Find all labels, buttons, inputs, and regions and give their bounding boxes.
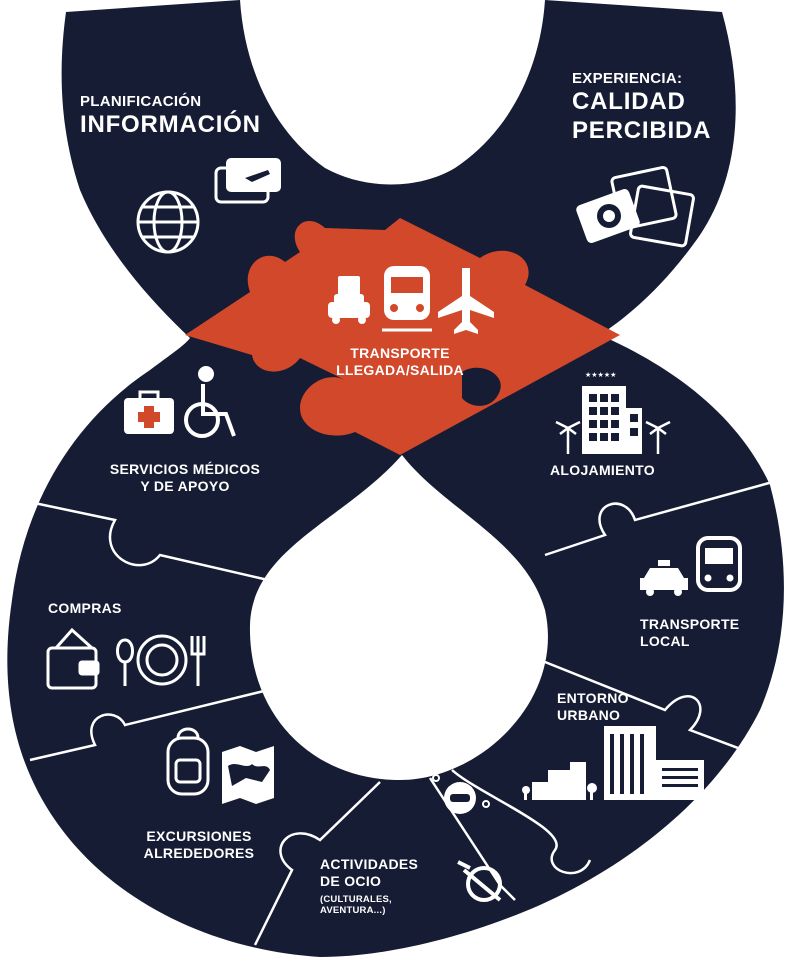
car-luggage-icon	[328, 276, 370, 324]
dividers	[19, 478, 781, 946]
planificacion-label: PLANIFICACIÓN INFORMACIÓN	[80, 93, 261, 140]
transporte-local-label: TRANSPORTE LOCAL	[640, 616, 739, 650]
experiencia-small: EXPERIENCIA:	[572, 70, 683, 87]
transporte-llegada-line1: TRANSPORTE	[350, 345, 450, 361]
entorno-line2: URBANO	[557, 706, 621, 723]
palm-tree-icon	[555, 420, 671, 454]
servicios-line1: SERVICIOS MÉDICOS	[109, 461, 261, 477]
actividades-line1: ACTIVIDADES	[320, 856, 419, 872]
plate-cutlery-icon	[116, 634, 206, 686]
inner-hole	[249, 455, 548, 780]
globe-icon	[136, 190, 200, 254]
hotel-stars: ★★★★★	[585, 372, 617, 379]
actividades-label: ACTIVIDADES DE OCIO (CULTURALES, AVENTUR…	[320, 856, 418, 916]
planificacion-big: INFORMACIÓN	[80, 111, 261, 138]
actividades-line2: DE OCIO	[320, 872, 382, 889]
hotel-icon	[582, 386, 642, 454]
transporte-piece	[185, 218, 620, 455]
compras-label: COMPRAS	[48, 600, 122, 617]
compras-line1: COMPRAS	[48, 600, 122, 616]
train-icon	[382, 266, 432, 332]
entorno-urbano-label: ENTORNO URBANO	[557, 690, 629, 724]
experiencia-big1: CALIDAD	[572, 88, 686, 115]
wallet-icon	[46, 627, 100, 690]
alojamiento-line1: ALOJAMIENTO	[550, 462, 655, 478]
city-buildings-icon	[522, 726, 718, 800]
experiencia-big2: PERCIBIDA	[572, 116, 712, 144]
first-aid-kit-icon	[124, 390, 174, 434]
excursiones-line1: EXCURSIONES	[146, 828, 252, 844]
alojamiento-label: ALOJAMIENTO	[550, 462, 655, 479]
servicios-line2: Y DE APOYO	[140, 477, 230, 494]
excursiones-label: EXCURSIONES ALREDEDORES	[124, 828, 274, 862]
transporte-llegada-line2: LLEGADA/SALIDA	[336, 361, 464, 378]
airplane-icon	[438, 268, 494, 334]
planificacion-small: PLANIFICACIÓN	[80, 93, 202, 110]
actividades-line3: (CULTURALES,	[320, 893, 392, 905]
excursiones-line2: ALREDEDORES	[143, 844, 255, 861]
taxi-icon	[640, 560, 688, 596]
transporte-piece-notch	[462, 367, 501, 406]
camera-photos-icon	[576, 165, 695, 248]
diver-icon	[432, 765, 490, 814]
experiencia-label: EXPERIENCIA: CALIDAD PERCIBIDA	[572, 70, 711, 146]
transporte-llegada-label: TRANSPORTE LLEGADA/SALIDA	[300, 345, 500, 379]
actividades-line4: AVENTURA...)	[320, 904, 386, 916]
map-icon	[222, 746, 274, 804]
wheelchair-icon	[184, 366, 236, 438]
transporte-local-line2: LOCAL	[640, 632, 690, 649]
entorno-line1: ENTORNO	[557, 690, 629, 706]
backpack-icon	[166, 727, 210, 796]
servicios-medicos-label: SERVICIOS MÉDICOS Y DE APOYO	[80, 461, 290, 495]
bus-icon	[696, 536, 742, 592]
tickets-icon	[214, 158, 281, 204]
transporte-local-line1: TRANSPORTE	[640, 616, 740, 632]
climbing-icon	[457, 860, 502, 902]
